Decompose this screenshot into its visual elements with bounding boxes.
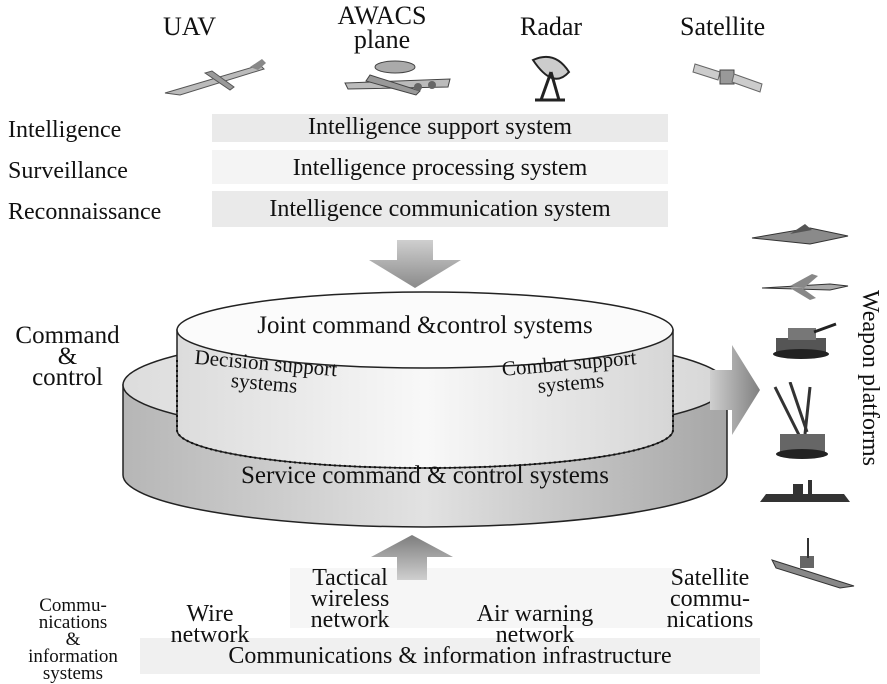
stealth-fighter-icon — [751, 224, 849, 245]
missile-launcher-icon — [773, 382, 828, 459]
intel-processing-system: Intelligence processing system — [292, 155, 588, 181]
wire-line-1: Wire — [186, 601, 234, 627]
right-arrow-icon — [710, 345, 760, 435]
radar-icon — [531, 56, 571, 102]
tactical-line-1: Tactical — [312, 565, 388, 591]
sensor-satellite-label: Satellite — [680, 12, 766, 41]
air-warning-network: Air warning network — [460, 601, 610, 648]
weapon-platforms-label: Weapon platforms — [857, 290, 883, 467]
command-control-label: Command & control — [5, 322, 130, 391]
isr-surveillance: Surveillance — [8, 158, 128, 184]
intel-support-system: Intelligence support system — [308, 114, 572, 140]
awacs-plane-icon — [344, 60, 451, 96]
satellite-icon — [692, 63, 763, 93]
comm-infrastructure-label: Communications & information infrastruct… — [228, 643, 672, 669]
service-command-label: Service command & control systems — [241, 462, 609, 489]
tank-icon — [773, 322, 837, 359]
isr-band-3 — [212, 191, 668, 227]
isr-band-1 — [212, 114, 668, 142]
cc-line-1: Command — [15, 322, 120, 349]
isr-reconnaissance: Reconnaissance — [8, 199, 162, 225]
air-line-1: Air warning — [476, 601, 594, 627]
comm-line-4: information — [28, 646, 118, 667]
intel-communication-system: Intelligence communication system — [269, 196, 611, 222]
cc-line-2: & — [57, 343, 78, 370]
sensor-uav-label: UAV — [163, 12, 216, 41]
comm-line-3: & — [65, 629, 81, 650]
satcom-line-2: commu- — [670, 586, 750, 612]
down-arrow-icon — [369, 240, 461, 288]
submarine-icon — [760, 480, 850, 502]
warship-icon — [771, 538, 855, 589]
comm-line-2: nications — [38, 612, 108, 633]
fighter-jet-icon — [761, 274, 849, 300]
satellite-communications: Satellite commu- nications — [645, 565, 775, 633]
command-control-disks — [122, 291, 728, 528]
isr-band-2 — [212, 150, 668, 184]
satcom-line-3: nications — [666, 607, 754, 633]
sensor-awacs-label: AWACS plane — [327, 1, 437, 54]
comm-line-1: Commu- — [39, 595, 107, 616]
air-line-2: network — [495, 622, 575, 648]
wire-line-2: network — [170, 622, 250, 648]
comm-line-5: systems — [42, 663, 104, 684]
tactical-line-2: wireless — [310, 586, 390, 612]
infra-band — [140, 638, 760, 674]
comm-info-systems-label: Commu- nications & information systems — [18, 595, 128, 684]
wire-network: Wire network — [155, 601, 265, 648]
comm-band — [290, 568, 680, 628]
joint-command-label: Joint command &control systems — [257, 312, 593, 339]
satcom-line-1: Satellite — [670, 565, 750, 591]
up-arrow-icon — [371, 535, 453, 580]
cc-line-3: control — [32, 364, 103, 391]
isr-intelligence: Intelligence — [8, 117, 122, 143]
awacs-text: AWACS plane — [337, 1, 427, 54]
tactical-wireless-network: Tactical wireless network — [290, 565, 410, 633]
sensor-radar-label: Radar — [520, 12, 583, 41]
uav-icon — [164, 59, 266, 96]
tactical-line-3: network — [310, 607, 390, 633]
